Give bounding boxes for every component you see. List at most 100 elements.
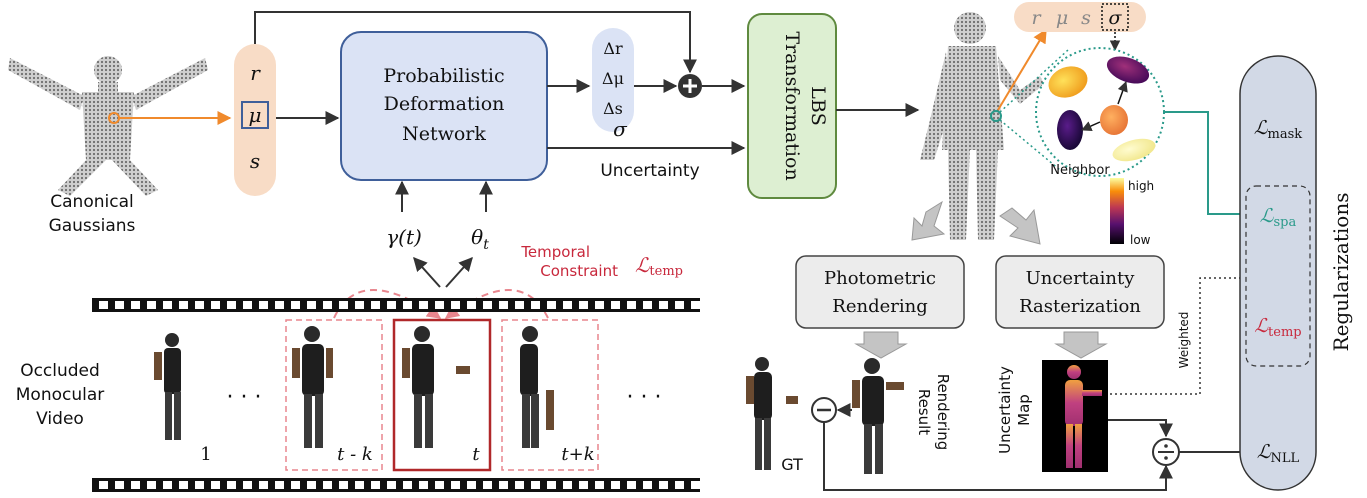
film-hole bbox=[483, 481, 492, 489]
film-hole bbox=[451, 481, 460, 489]
film-hole bbox=[627, 481, 636, 489]
gaussian-ellipse-dark bbox=[1057, 110, 1083, 150]
film-hole bbox=[99, 481, 108, 489]
param-mu-highlight bbox=[241, 101, 269, 129]
rendering-result-label: RenderingResult bbox=[915, 374, 952, 451]
film-hole bbox=[131, 301, 140, 309]
theta-input: θt bbox=[471, 225, 489, 253]
grey-down-arrow-photometric bbox=[854, 331, 908, 359]
video-label-3: Video bbox=[36, 409, 84, 429]
loss-spa: ℒspa bbox=[1260, 205, 1297, 230]
regularizations-panel bbox=[1239, 55, 1317, 491]
film-hole bbox=[691, 301, 700, 309]
film-hole bbox=[163, 301, 172, 309]
film-hole bbox=[243, 301, 252, 309]
teal-arrow-to-spa bbox=[1164, 111, 1258, 221]
colorbar-low: low bbox=[1130, 233, 1151, 247]
deformation-network-box bbox=[340, 31, 548, 181]
canonical-label-2: Gaussians bbox=[49, 216, 136, 236]
network-label-2: Deformation bbox=[384, 93, 505, 115]
film-hole bbox=[467, 481, 476, 489]
film-hole bbox=[227, 481, 236, 489]
film-hole bbox=[147, 301, 156, 309]
film-hole bbox=[403, 301, 412, 309]
ellipsis-right: · · · bbox=[627, 385, 662, 410]
film-hole bbox=[691, 481, 700, 489]
film-hole bbox=[483, 301, 492, 309]
rendering-result-image bbox=[852, 358, 904, 474]
param-mu: μ bbox=[249, 103, 262, 127]
film-hole bbox=[675, 481, 684, 489]
ellipsis-left: · · · bbox=[227, 385, 262, 410]
unc-raster-label-2: Rasterization bbox=[1019, 296, 1141, 317]
film-hole bbox=[195, 481, 204, 489]
film-hole bbox=[307, 481, 316, 489]
frame-1-label: 1 bbox=[200, 444, 211, 465]
person-silhouette-frame-t bbox=[402, 326, 470, 448]
colorbar bbox=[1110, 178, 1124, 244]
param-pill bbox=[234, 44, 276, 196]
frame-t-plus-k-border bbox=[501, 319, 599, 471]
top-param-sigma: σ bbox=[1109, 7, 1123, 29]
frame-t-minus-k: t - k bbox=[285, 319, 383, 471]
posed-human-figure bbox=[920, 12, 1044, 240]
film-hole bbox=[371, 481, 380, 489]
film-strip bbox=[92, 298, 700, 492]
film-hole bbox=[355, 481, 364, 489]
gamma-input: γ(t) bbox=[386, 225, 422, 249]
gaussian-ellipse-light bbox=[1112, 138, 1156, 162]
film-hole bbox=[163, 481, 172, 489]
skip-connection-arrow bbox=[254, 11, 697, 74]
film-hole bbox=[403, 481, 412, 489]
grey-arrow-to-photometric bbox=[911, 200, 946, 241]
network-label-1: Probabilistic bbox=[383, 65, 504, 87]
film-hole bbox=[419, 301, 428, 309]
gt-label: GT bbox=[781, 455, 803, 474]
arrow-map-to-divide bbox=[1108, 419, 1173, 438]
film-hole bbox=[211, 301, 220, 309]
film-hole bbox=[115, 481, 124, 489]
delta-pill bbox=[592, 28, 634, 132]
film-hole bbox=[563, 481, 572, 489]
film-hole bbox=[515, 481, 524, 489]
film-hole bbox=[99, 301, 108, 309]
gaussian-ellipse-center bbox=[1100, 105, 1128, 135]
gaussian-ellipse-yellow bbox=[1048, 66, 1088, 98]
orange-arrow-to-top-params bbox=[997, 28, 1047, 111]
film-hole bbox=[291, 481, 300, 489]
film-hole bbox=[323, 481, 332, 489]
posed-gaussian-marker bbox=[990, 110, 1002, 122]
temporal-label-1: Temporal bbox=[520, 243, 590, 261]
grey-down-arrow-uncertainty bbox=[1054, 331, 1108, 359]
photometric-rendering-box bbox=[795, 255, 965, 329]
video-label-1: Occluded bbox=[20, 361, 100, 381]
arrow-frame-to-theta bbox=[445, 256, 473, 288]
top-param-r: r bbox=[1031, 7, 1042, 29]
neighbor-link-1 bbox=[1117, 81, 1128, 105]
film-hole bbox=[435, 481, 444, 489]
param-s: s bbox=[250, 149, 260, 173]
film-hole bbox=[643, 481, 652, 489]
film-hole bbox=[243, 481, 252, 489]
temporal-loss-label: ℒtemp bbox=[635, 253, 683, 279]
gaussian-ellipse-purple bbox=[1106, 56, 1150, 84]
frame-t-label: t bbox=[472, 444, 480, 465]
regularizations-label: Regularizations bbox=[1329, 193, 1353, 352]
top-param-mu: μ bbox=[1056, 7, 1068, 29]
top-param-s: s bbox=[1081, 7, 1091, 29]
film-hole bbox=[211, 481, 220, 489]
film-hole bbox=[499, 481, 508, 489]
weighted-dotted-arrow bbox=[1110, 272, 1256, 395]
unc-raster-label-1: Uncertainty bbox=[1026, 268, 1136, 289]
weighted-label: Weighted bbox=[1177, 312, 1191, 369]
film-hole bbox=[451, 301, 460, 309]
loss-nll: ℒNLL bbox=[1257, 441, 1300, 466]
film-hole bbox=[579, 481, 588, 489]
teal-dotted-link-1 bbox=[999, 49, 1069, 113]
video-label-2: Monocular bbox=[16, 385, 105, 405]
film-hole bbox=[307, 301, 316, 309]
film-hole bbox=[371, 301, 380, 309]
film-hole bbox=[675, 301, 684, 309]
film-hole bbox=[547, 481, 556, 489]
film-hole bbox=[515, 301, 524, 309]
